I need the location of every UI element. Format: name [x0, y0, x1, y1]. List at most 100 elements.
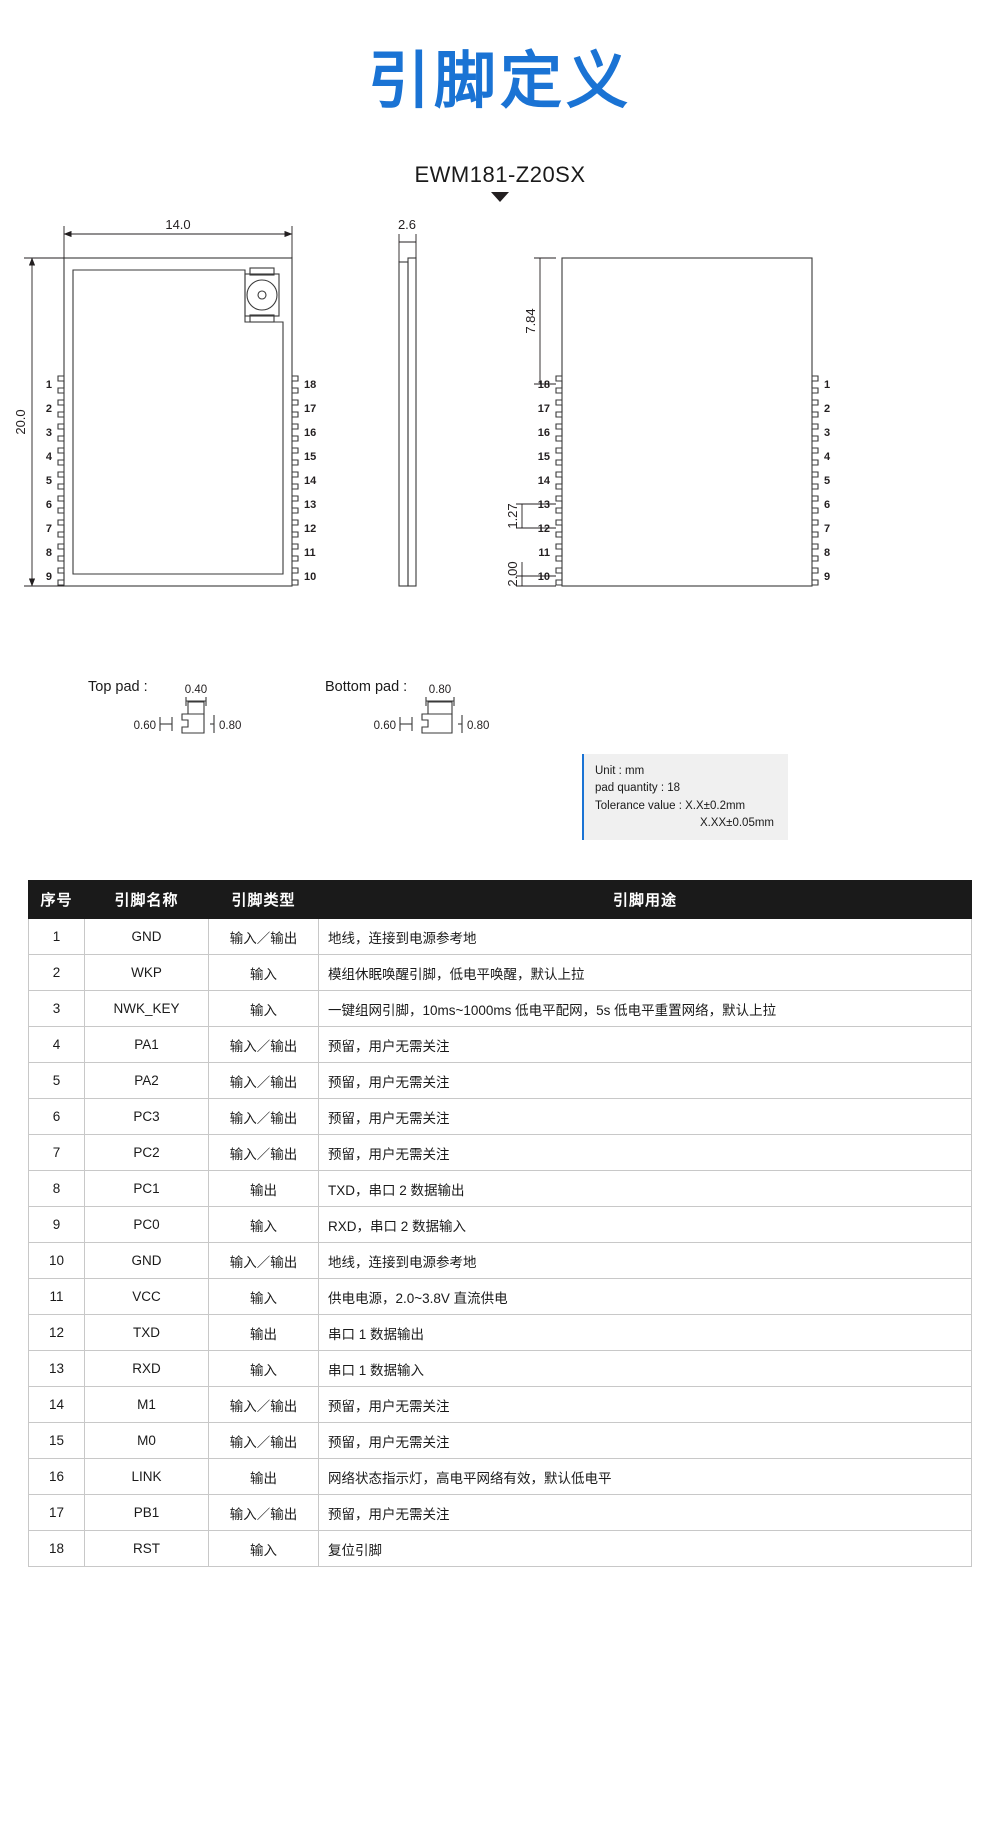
pin-label: 14: [304, 475, 317, 487]
pin-function: 串口 1 数据输入: [318, 1350, 972, 1387]
pin-no: 6: [28, 1098, 85, 1135]
down-arrow-icon: [491, 192, 509, 203]
pin-function: 预留，用户无需关注: [318, 1422, 972, 1459]
pin-type: 输入: [208, 1350, 319, 1387]
mechanical-drawings: 14.0 20.0 2.6 7.84 1.27 2.00 1 2 3 4 5 6…: [0, 214, 1000, 794]
pin-label: 6: [824, 499, 830, 511]
pin-name: M1: [84, 1386, 209, 1423]
top-view-right-pads: [291, 375, 299, 586]
pin-label: 7: [46, 523, 52, 535]
pin-function: 预留，用户无需关注: [318, 1134, 972, 1171]
bottom-pad-width: 0.80: [429, 684, 451, 696]
pin-no: 14: [28, 1386, 85, 1423]
pin-function: 一键组网引脚，10ms~1000ms 低电平配网，5s 低电平重置网络，默认上拉: [318, 990, 972, 1027]
pin-name: GND: [84, 918, 209, 955]
pin-function: 预留，用户无需关注: [318, 1062, 972, 1099]
col-header-func: 引脚用途: [318, 880, 972, 919]
pin-type: 输出: [208, 1458, 319, 1495]
info-box: Unit : mm pad quantity : 18 Tolerance va…: [582, 754, 788, 840]
pin-name: LINK: [84, 1458, 209, 1495]
pin-function: 预留，用户无需关注: [318, 1098, 972, 1135]
pin-no: 13: [28, 1350, 85, 1387]
pin-no: 18: [28, 1530, 85, 1567]
pin-name: TXD: [84, 1314, 209, 1351]
info-tolerance: Tolerance value : X.X±0.2mm: [595, 799, 746, 812]
pin-no: 11: [28, 1278, 85, 1315]
pin-no: 9: [28, 1206, 85, 1243]
pin-label: 16: [304, 427, 316, 439]
pin-type: 输出: [208, 1314, 319, 1351]
pin-no: 12: [28, 1314, 85, 1351]
col-header-name: 引脚名称: [84, 880, 209, 919]
pin-no: 7: [28, 1134, 85, 1171]
pin-function: 网络状态指示灯，高电平网络有效，默认低电平: [318, 1458, 972, 1495]
pin-label: 12: [538, 523, 550, 535]
model-name: EWM181-Z20SX: [414, 162, 586, 188]
pin-no: 10: [28, 1242, 85, 1279]
top-pad-right: 0.80: [219, 720, 241, 732]
pin-label: 4: [46, 451, 53, 463]
top-pad-width: 0.40: [185, 684, 207, 696]
pin-type: 输入／输出: [208, 1134, 319, 1171]
pin-type: 输入／输出: [208, 1026, 319, 1063]
pin-label: 1: [824, 379, 830, 391]
pin-label: 10: [538, 571, 550, 583]
col-header-no: 序号: [28, 880, 85, 919]
bottom-pad-left: 0.60: [374, 720, 396, 732]
pin-no: 16: [28, 1458, 85, 1495]
pin-label: 5: [46, 475, 52, 487]
pad-details: Top pad : Bottom pad : 0.40 0.60 0.80: [88, 679, 489, 734]
pin-label: 17: [304, 403, 316, 415]
bottom-pad-right: 0.80: [467, 720, 489, 732]
pin-function: 串口 1 数据输出: [318, 1314, 972, 1351]
pin-no: 1: [28, 918, 85, 955]
pin-label: 11: [538, 547, 550, 559]
pin-label: 2: [824, 403, 830, 415]
pin-label: 8: [46, 547, 52, 559]
bottom-view-left-pads: [555, 375, 563, 586]
info-unit: Unit : mm: [595, 765, 645, 777]
dim-height: 20.0: [13, 410, 28, 435]
pin-type: 输入／输出: [208, 918, 319, 955]
pin-type: 输入／输出: [208, 1494, 319, 1531]
pin-name: M0: [84, 1422, 209, 1459]
model-block: EWM181-Z20SX: [0, 162, 1000, 203]
table-header-row: 序号 引脚名称 引脚类型 引脚用途: [28, 880, 972, 919]
pin-function: 地线，连接到电源参考地: [318, 918, 972, 955]
pin-function: 地线，连接到电源参考地: [318, 1242, 972, 1279]
pin-function: RXD，串口 2 数据输入: [318, 1206, 972, 1243]
pin-function: TXD，串口 2 数据输出: [318, 1170, 972, 1207]
pin-name: PA1: [84, 1026, 209, 1063]
pin-label: 5: [824, 475, 830, 487]
pin-name: RST: [84, 1530, 209, 1567]
top-pad-left: 0.60: [134, 720, 156, 732]
pin-no: 17: [28, 1494, 85, 1531]
pin-function: 复位引脚: [318, 1530, 972, 1567]
bottom-view-right-pads: [811, 375, 819, 586]
pin-no: 15: [28, 1422, 85, 1459]
top-view-left-pads: [57, 375, 65, 586]
pin-function: 预留，用户无需关注: [318, 1386, 972, 1423]
pin-type: 输入／输出: [208, 1422, 319, 1459]
pin-type: 输入: [208, 1278, 319, 1315]
pin-type: 输入: [208, 954, 319, 991]
pin-name: PC2: [84, 1134, 209, 1171]
pin-type: 输入／输出: [208, 1062, 319, 1099]
drawing-svg: 14.0 20.0 2.6 7.84 1.27 2.00 1 2 3 4 5 6…: [13, 217, 831, 734]
pin-name: GND: [84, 1242, 209, 1279]
pin-no: 8: [28, 1170, 85, 1207]
